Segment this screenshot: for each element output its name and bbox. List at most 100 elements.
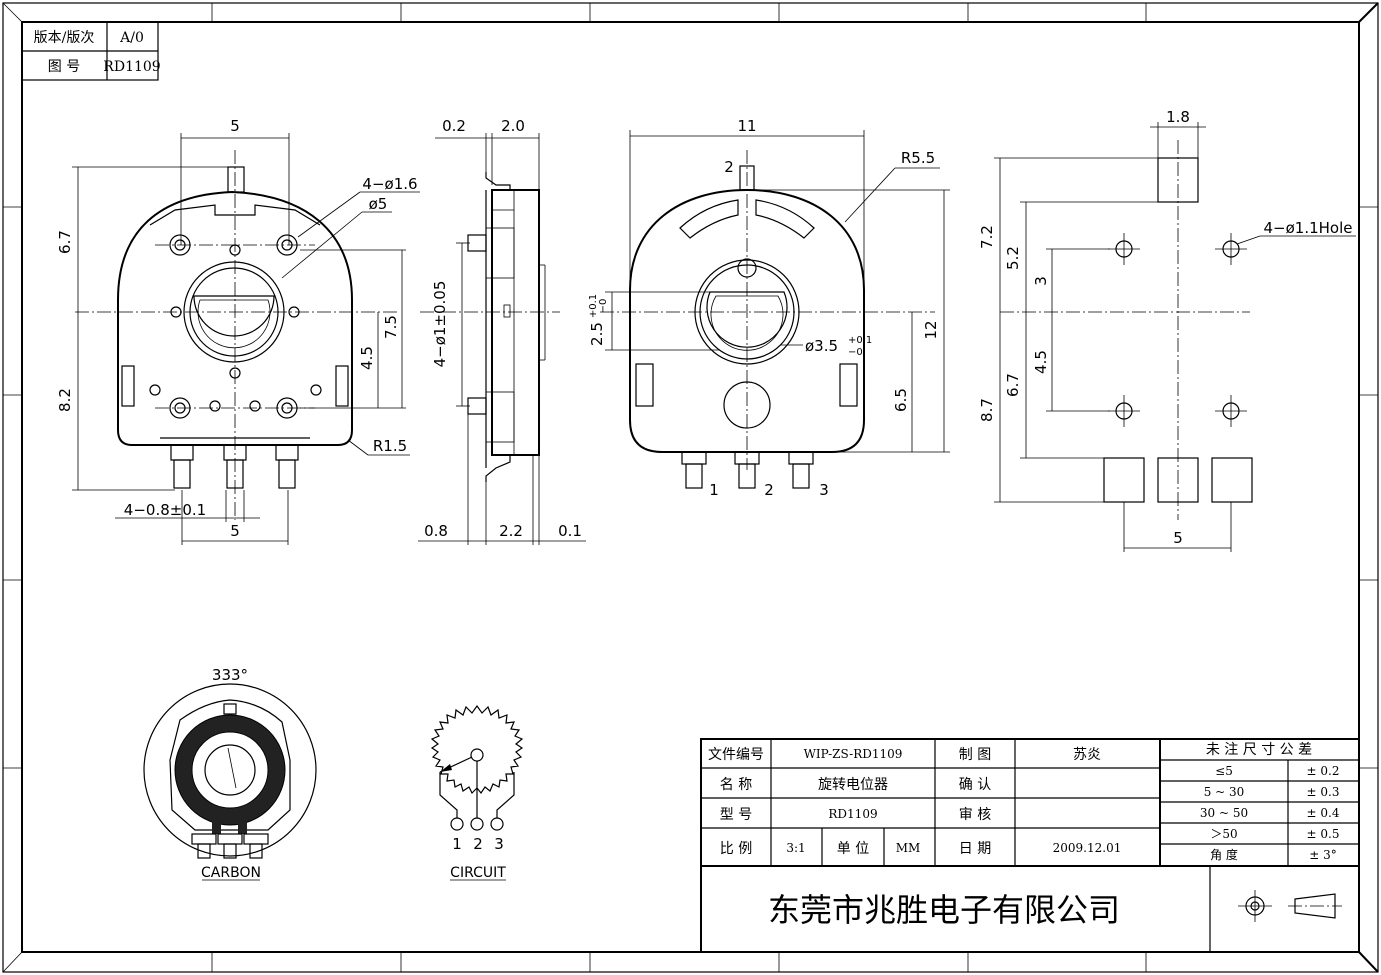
pcb-dim-7-2: 7.2 (978, 225, 996, 249)
dim-lower-height: 8.2 (56, 388, 74, 412)
carbon-angle: 333° (212, 666, 248, 684)
tol-range: ≤5 (1215, 764, 1233, 778)
circuit-pin-1: 1 (452, 835, 462, 853)
tol-value: ± 0.3 (1307, 785, 1340, 799)
company-name: 东莞市兆胜电子有限公司 (768, 891, 1120, 929)
file-no-label: 文件编号 (708, 747, 764, 763)
back-pin-2-label: 2 (764, 481, 774, 499)
drawing-no-label: 图 号 (48, 59, 80, 75)
side-boss (467, 397, 487, 415)
back-dim-hole-tol-minus: −0 (598, 299, 609, 314)
side-dim-top-a: 0.2 (442, 117, 466, 135)
pcb-pad (1103, 457, 1145, 503)
dim-shaft-dia: ø5 (369, 195, 388, 213)
front-pin (278, 459, 296, 489)
circuit-label: CIRCUIT (450, 865, 506, 881)
name-label: 名 称 (720, 777, 752, 793)
date-value: 2009.12.01 (1053, 841, 1122, 855)
dim-corner-radius: R1.5 (373, 437, 407, 455)
file-no-value: WIP-ZS-RD1109 (804, 747, 903, 761)
dim-center-to-hole: 4.5 (358, 346, 376, 370)
pcb-dim-8-7: 8.7 (978, 398, 996, 422)
arc-slot-right (755, 199, 815, 239)
date-label: 日 期 (959, 841, 991, 857)
dim-pin-width: 4−0.8±0.1 (124, 501, 206, 519)
front-pin (173, 459, 191, 489)
pcb-dim-5-2: 5.2 (1004, 246, 1022, 270)
side-dim-bottom-c: 0.1 (558, 522, 582, 540)
dim-hole-dia: 4−ø1.6 (362, 175, 417, 193)
front-view: 5 6.7 8.2 7.5 4.5 4−ø1.6 ø5 R1.5 4−0.8±0… (56, 117, 420, 545)
front-body-outline (117, 190, 353, 446)
pcb-dim-3: 3 (1032, 276, 1050, 286)
back-pin (685, 463, 703, 489)
back-dim-shaft-tol-plus: +0.1 (848, 335, 872, 346)
tolerance-rows: ≤5± 0.25 ~ 30± 0.330 ~ 50± 0.4＞50± 0.5角 … (1200, 764, 1340, 862)
unit-value: MM (896, 841, 921, 855)
dim-top-width: 5 (230, 117, 240, 135)
shaft-d-cut (193, 295, 275, 337)
draw-label: 制 图 (959, 747, 991, 763)
projection-symbol (1238, 890, 1342, 922)
revision-box: 版本/版次 A/0 图 号 RD1109 (21, 21, 161, 81)
back-body-outline (629, 188, 865, 453)
back-dim-hole: 2.5 (588, 322, 606, 346)
side-dim-left: 4−ø1±0.05 (431, 281, 449, 368)
tol-value: ± 0.5 (1307, 827, 1340, 841)
back-dim-shaft: ø3.5 (805, 337, 838, 355)
side-dim-bottom-b: 2.2 (499, 522, 523, 540)
back-dim-height: 12 (922, 320, 940, 339)
side-view: 0.2 2.0 4−ø1±0.05 0.8 2.2 0.1 (418, 117, 586, 545)
title-block: 文件编号 WIP-ZS-RD1109 名 称 旋转电位器 型 号 RD1109 … (700, 738, 1360, 953)
side-dim-top-b: 2.0 (501, 117, 525, 135)
back-dim-lower: 6.5 (892, 388, 910, 412)
pcb-dim-pad-width: 1.8 (1166, 108, 1190, 126)
pcb-dim-hole-label: 4−ø1.1Hole (1264, 219, 1353, 237)
back-pin-1-label: 1 (709, 481, 719, 499)
tol-range: 30 ~ 50 (1200, 806, 1248, 820)
arc-slot-left (679, 199, 739, 239)
pcb-pad (1211, 457, 1253, 503)
tol-range: ＞50 (1210, 827, 1237, 841)
back-dim-hole-tol-plus: +0.1 (588, 294, 599, 318)
dim-pin-pitch: 5 (230, 522, 240, 540)
back-pin-3-label: 3 (819, 481, 829, 499)
circuit-pin-3: 3 (494, 835, 504, 853)
version-value: A/0 (119, 30, 144, 46)
carbon-label: CARBON (201, 865, 261, 881)
tol-value: ± 0.2 (1307, 764, 1340, 778)
back-pin (792, 463, 810, 489)
scale-value: 3:1 (786, 841, 805, 855)
confirm-label: 确 认 (959, 777, 991, 793)
pcb-dim-pitch: 5 (1173, 529, 1183, 547)
scale-label: 比 例 (720, 841, 752, 857)
name-value: 旋转电位器 (818, 777, 888, 793)
unit-label: 单 位 (837, 841, 869, 857)
tol-range: 5 ~ 30 (1204, 785, 1245, 799)
pcb-dim-6-7: 6.7 (1004, 373, 1022, 397)
pcb-dim-4-5: 4.5 (1032, 350, 1050, 374)
back-dim-radius: R5.5 (901, 149, 935, 167)
back-view: 11 R5.5 12 6.5 2.5 +0.1 −0 ø3.5 +0.1 −0 … (588, 117, 950, 499)
carbon-diagram: 333° CARBON (143, 666, 317, 881)
back-dim-shaft-tol-minus: −0 (848, 347, 863, 358)
tol-range: 角 度 (1210, 847, 1238, 862)
dim-hole-spacing-v: 7.5 (382, 315, 400, 339)
back-shaft-d-cut (706, 291, 788, 348)
back-pin-top-label: 2 (724, 158, 734, 176)
draw-value: 苏炎 (1073, 747, 1101, 763)
side-dim-bottom-a: 0.8 (424, 522, 448, 540)
side-body (491, 189, 540, 456)
model-label: 型 号 (720, 807, 752, 823)
audit-label: 审 核 (959, 807, 991, 823)
pcb-layout: 1.8 4−ø1.1Hole 7.2 8.7 5.2 6.7 3 4.5 5 (978, 108, 1356, 552)
circuit-pin-2: 2 (473, 835, 483, 853)
front-top-tab (227, 166, 245, 193)
model-value: RD1109 (828, 807, 877, 821)
drawing-no-value: RD1109 (103, 59, 160, 75)
dim-upper-height: 6.7 (56, 230, 74, 254)
side-boss (467, 234, 487, 252)
tol-value: ± 3° (1309, 848, 1337, 862)
